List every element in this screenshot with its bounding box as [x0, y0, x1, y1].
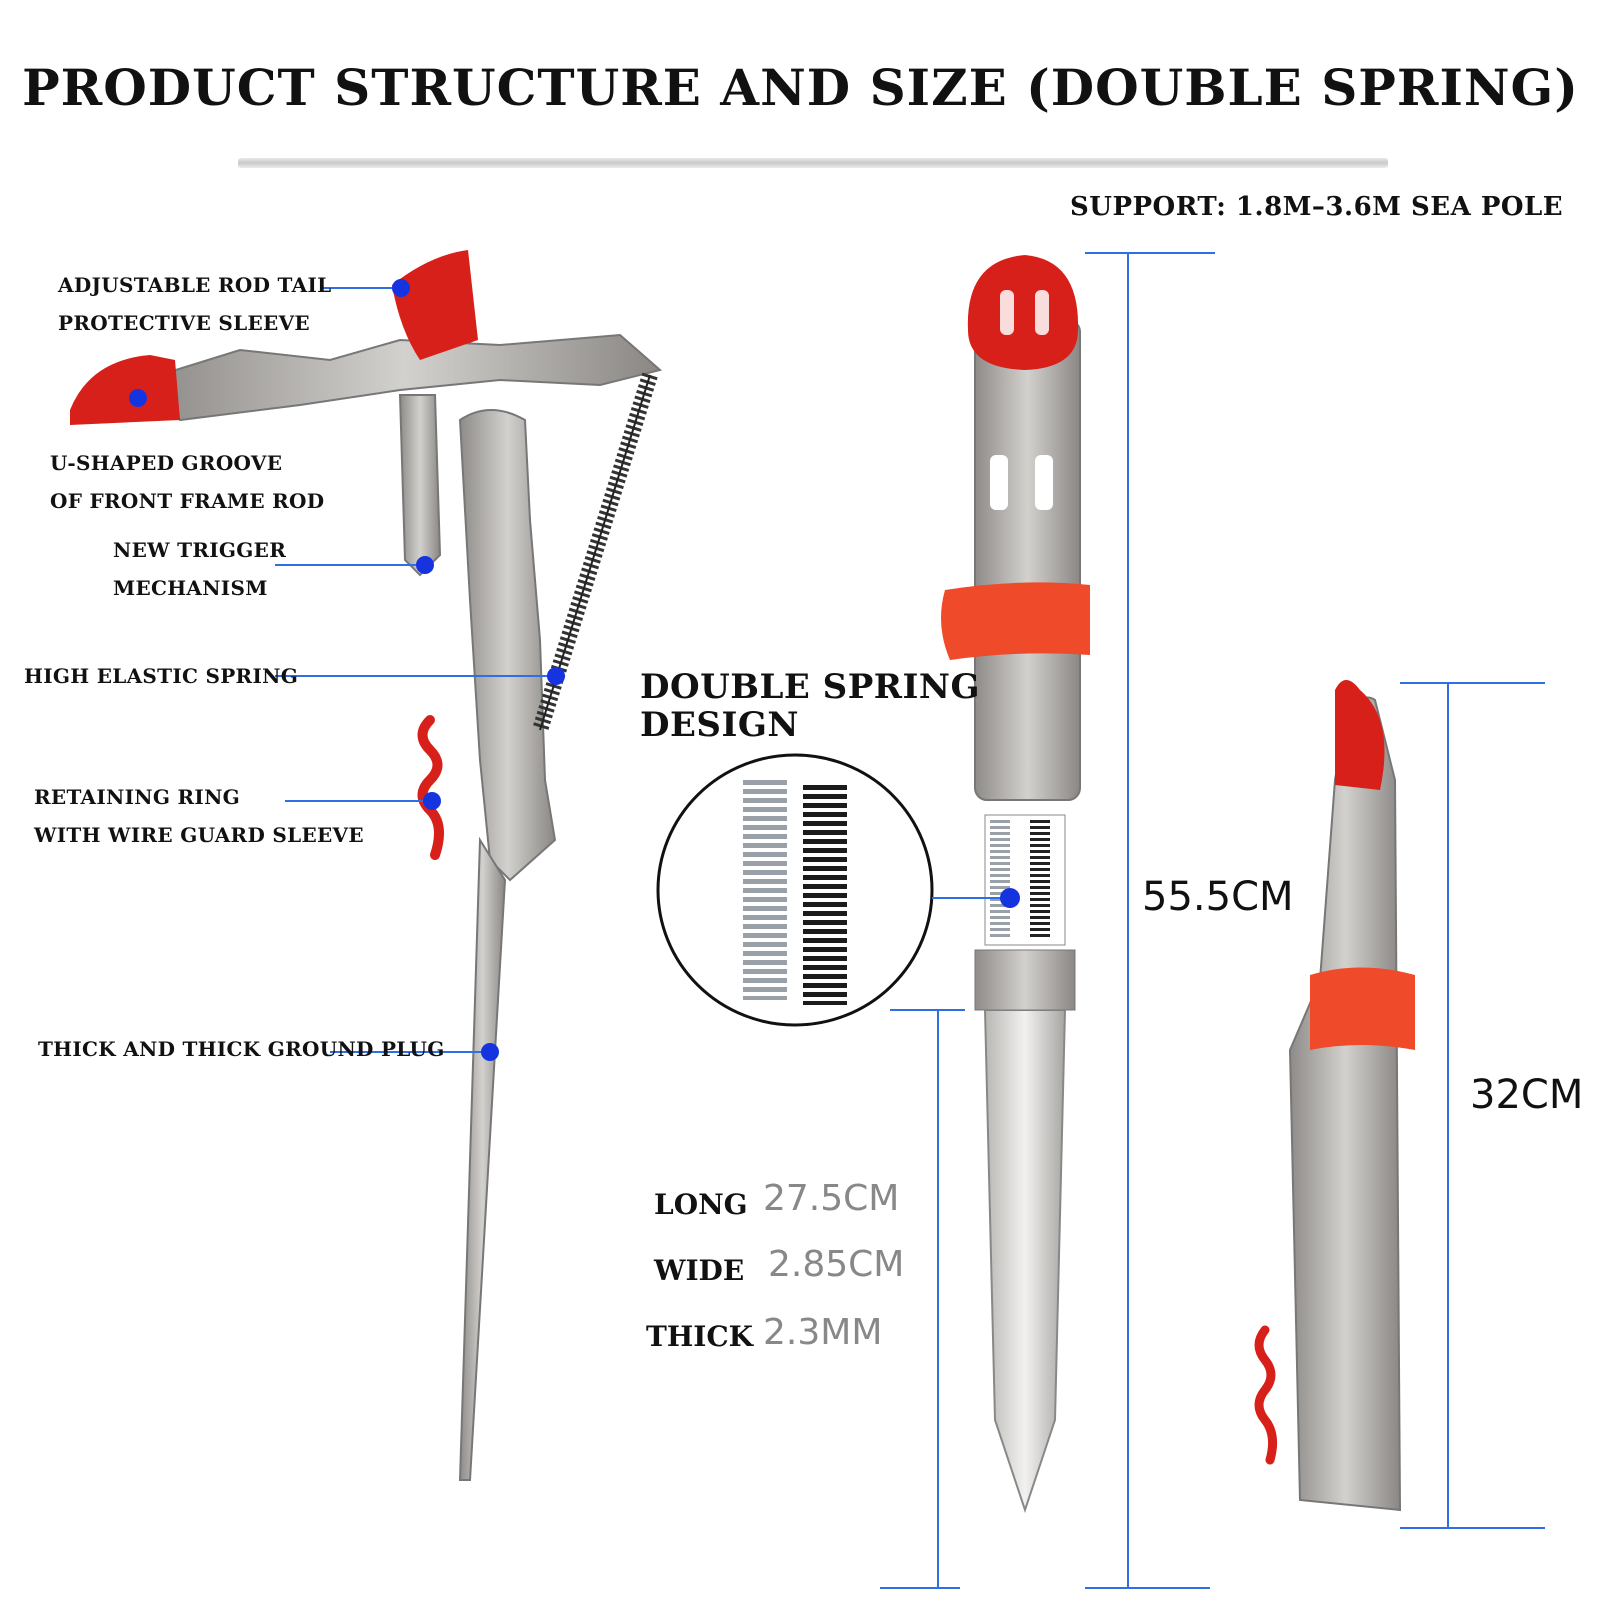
callout-pointers	[129, 279, 565, 1061]
height-folded-label: 32CM	[1470, 1072, 1584, 1118]
height-total-label: 55.5CM	[1142, 874, 1294, 920]
page-title: PRODUCT STRUCTURE AND SIZE (DOUBLE SPRIN…	[22, 58, 1579, 117]
callout-trigger: NEW TRIGGER MECHANISM	[113, 538, 287, 600]
title-divider	[238, 158, 1388, 168]
spec-long-key: LONG	[654, 1188, 748, 1221]
callout-retaining-ring: RETAINING RING WITH WIRE GUARD SLEEVE	[34, 785, 364, 847]
middle-holder	[941, 255, 1090, 1514]
spec-wide-key: WIDE	[654, 1254, 745, 1287]
support-note: SUPPORT: 1.8M–3.6M SEA POLE	[1070, 192, 1564, 222]
spec-thick-value: 2.3MM	[763, 1312, 883, 1353]
callout-ground-plug: THICK AND THICK GROUND PLUG	[38, 1037, 445, 1061]
spec-long-value: 27.5CM	[763, 1178, 900, 1219]
left-holder	[70, 250, 663, 1481]
double-spring-magnifier	[656, 753, 1020, 1027]
spec-thick-key: THICK	[646, 1320, 754, 1353]
right-holder	[1254, 680, 1415, 1512]
spec-wide-value: 2.85CM	[768, 1244, 905, 1285]
callout-rod-tail: ADJUSTABLE ROD TAIL PROTECTIVE SLEEVE	[58, 273, 332, 335]
dimension-lines	[880, 252, 1545, 1589]
double-spring-label: DOUBLE SPRING DESIGN	[640, 667, 981, 745]
callout-u-groove: U-SHAPED GROOVE OF FRONT FRAME ROD	[50, 451, 325, 513]
callout-spring: HIGH ELASTIC SPRING	[24, 664, 299, 688]
